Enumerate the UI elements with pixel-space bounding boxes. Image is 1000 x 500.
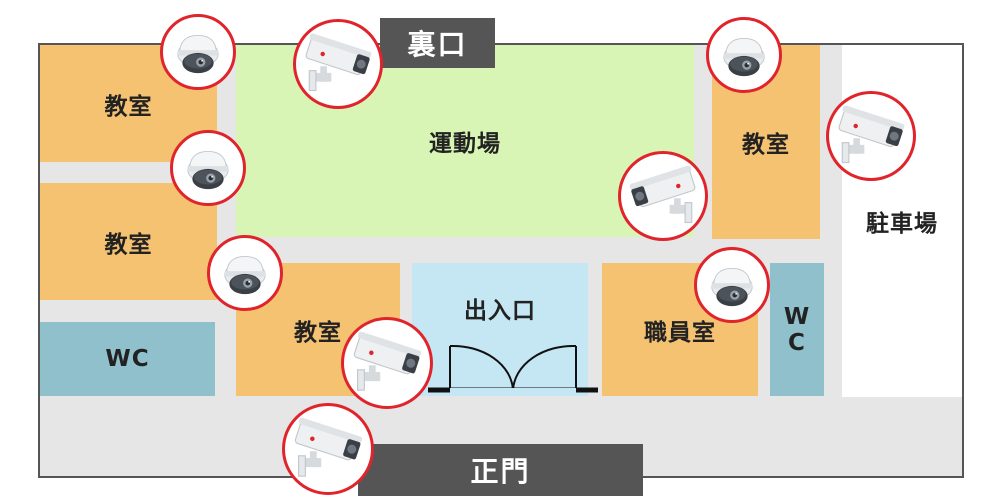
back-gate-label: 裏口	[380, 18, 495, 68]
main-gate-label: 正門	[358, 444, 643, 496]
box-camera-icon	[293, 19, 383, 109]
box-camera-icon	[618, 151, 708, 241]
room-label: 教室	[104, 93, 153, 120]
dome-camera-icon	[170, 130, 246, 206]
toilet-right: W C	[770, 263, 824, 396]
double-door-icon	[428, 344, 598, 394]
box-camera-icon	[282, 403, 374, 495]
room-label: 運動場	[429, 131, 501, 157]
dome-camera-icon	[207, 235, 283, 311]
entrance: 出入口	[412, 263, 588, 396]
dome-camera-icon	[706, 17, 782, 93]
dome-camera-icon	[694, 247, 770, 323]
room-label: 教室	[742, 132, 790, 158]
classroom-middle-left: 教室	[40, 183, 217, 300]
room-label-c: C	[788, 329, 806, 356]
room-label: 出入口	[464, 298, 536, 324]
room-label: 職員室	[644, 319, 716, 346]
gate-text: 正門	[470, 455, 531, 488]
room-label-w: W	[783, 303, 811, 330]
toilet-left: WC	[40, 322, 215, 396]
room-label: 教室	[104, 231, 153, 258]
room-label: WC	[105, 346, 150, 372]
room-label: 駐車場	[866, 211, 938, 237]
gate-text: 裏口	[407, 28, 468, 61]
dome-camera-icon	[160, 14, 236, 90]
box-camera-icon	[826, 91, 916, 181]
box-camera-icon	[341, 317, 433, 409]
room-label: 教室	[294, 319, 342, 346]
